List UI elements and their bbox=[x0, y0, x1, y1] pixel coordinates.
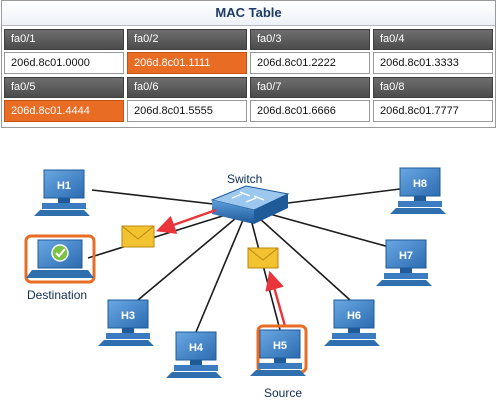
link-h5 bbox=[247, 207, 281, 331]
mac-address: 206d.8c01.1111 bbox=[127, 52, 247, 74]
mac-address: 206d.8c01.3333 bbox=[373, 52, 493, 74]
host-label: H1 bbox=[57, 180, 71, 192]
mac-address: 206d.8c01.5555 bbox=[127, 100, 247, 122]
pc-icon-h3: H3 bbox=[98, 299, 154, 346]
pc-icon-h6: H6 bbox=[324, 299, 380, 346]
port-label: fa0/7 bbox=[250, 77, 370, 98]
link-h4 bbox=[195, 207, 249, 333]
mac-address: 206d.8c01.0000 bbox=[4, 52, 124, 74]
port-label: fa0/6 bbox=[127, 77, 247, 98]
port-label: fa0/8 bbox=[373, 77, 493, 98]
host-label: H5 bbox=[273, 340, 287, 352]
mac-table-title: MAC Table bbox=[2, 1, 495, 26]
switch-label: Switch bbox=[227, 172, 263, 186]
host-label: H8 bbox=[413, 178, 427, 190]
frame-arrow-from-source bbox=[265, 270, 287, 327]
port-label: fa0/1 bbox=[4, 29, 124, 50]
envelope-icon bbox=[121, 225, 155, 248]
destination-laptop-icon bbox=[24, 234, 96, 284]
link-h6 bbox=[247, 207, 351, 301]
pc-icon-h8: H8 bbox=[390, 167, 446, 214]
port-label: fa0/4 bbox=[373, 29, 493, 50]
link-h7 bbox=[247, 207, 401, 251]
pc-icon-h4: H4 bbox=[166, 331, 222, 378]
pc-icon-h7: H7 bbox=[376, 239, 432, 286]
port-label: fa0/5 bbox=[4, 77, 124, 98]
mac-address: 206d.8c01.4444 bbox=[4, 100, 124, 122]
host-label: H4 bbox=[189, 342, 204, 354]
mac-address: 206d.8c01.2222 bbox=[250, 52, 370, 74]
envelope-icon bbox=[247, 247, 279, 269]
port-label: fa0/2 bbox=[127, 29, 247, 50]
host-label: H7 bbox=[399, 250, 413, 262]
host-label: H3 bbox=[121, 310, 135, 322]
destination-label: Destination bbox=[27, 288, 88, 302]
frame-arrow-to-destination bbox=[155, 208, 217, 234]
switch-icon bbox=[210, 185, 290, 224]
port-label: fa0/3 bbox=[250, 29, 370, 50]
host-label: H6 bbox=[347, 310, 361, 322]
pc-icon-h5: H5 bbox=[250, 329, 306, 376]
link-h3 bbox=[137, 207, 249, 301]
mac-address: 206d.8c01.6666 bbox=[250, 100, 370, 122]
source-label: Source bbox=[264, 386, 303, 400]
mac-address: 206d.8c01.7777 bbox=[373, 100, 493, 122]
pc-icon-h1: H1 bbox=[34, 169, 90, 216]
